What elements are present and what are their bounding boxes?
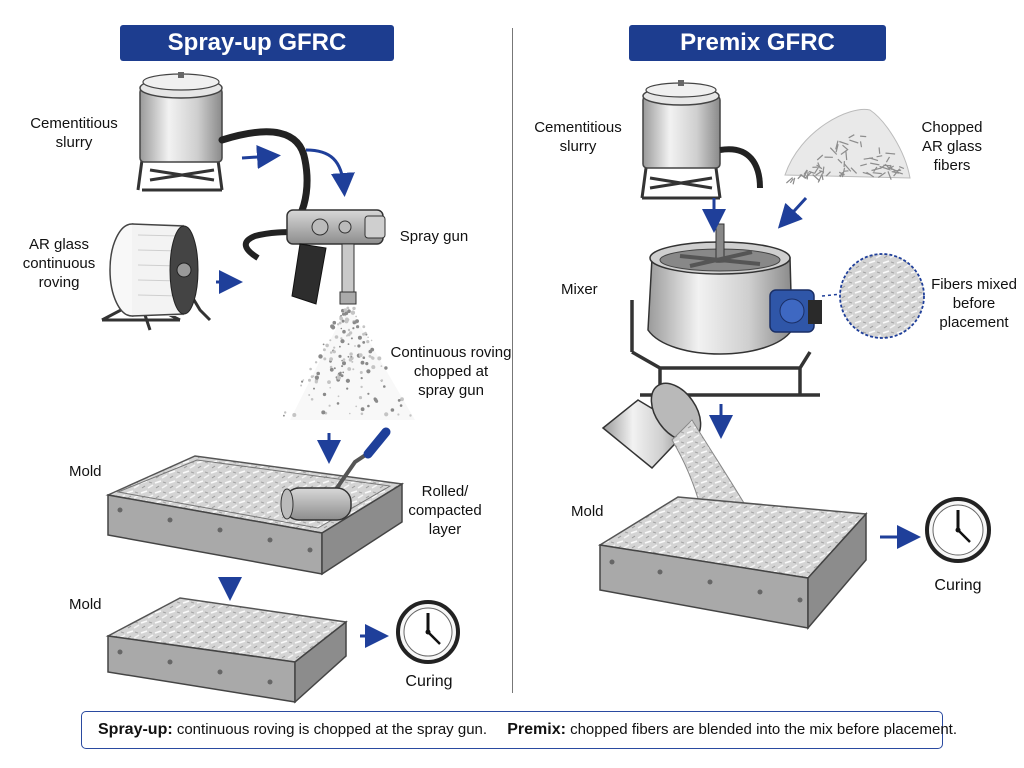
arrow-icon bbox=[216, 145, 921, 648]
slurry-tank-icon bbox=[640, 80, 722, 200]
fibers-mixed-label: Fibers mixed before placement bbox=[931, 276, 1017, 331]
mold-icon bbox=[105, 455, 405, 576]
section-divider bbox=[512, 28, 513, 693]
clock-icon bbox=[925, 497, 991, 563]
right-slurry-label: Cementitious slurry bbox=[534, 119, 622, 155]
chopped-fibers-label: Chopped AR glass fibers bbox=[921, 119, 983, 174]
caption-spray-label: Spray-up: bbox=[98, 721, 173, 738]
left-mold-label-2: Mold bbox=[69, 596, 102, 613]
spray-gun-icon bbox=[286, 209, 386, 305]
mixer-label: Mixer bbox=[561, 281, 598, 298]
roller-icon bbox=[280, 427, 391, 521]
roving-spool-icon bbox=[101, 223, 212, 331]
caption-premix-label: Premix: bbox=[507, 721, 566, 738]
fibers-zoom-icon bbox=[839, 253, 925, 339]
left-mold-label-1: Mold bbox=[69, 463, 102, 480]
fiber-pile-icon bbox=[784, 108, 911, 185]
caption-box: Spray-up: continuous roving is chopped a… bbox=[81, 711, 957, 749]
spray-up-title: Spray-up GFRC bbox=[120, 25, 394, 61]
mixer-icon bbox=[630, 223, 822, 397]
caption-premix-text: chopped fibers are blended into the mix … bbox=[570, 721, 958, 738]
rolled-layer-label: Rolled/ compacted layer bbox=[408, 483, 482, 538]
spray-gun-label: Spray gun bbox=[399, 228, 469, 245]
left-roving-label: AR glass continuous roving bbox=[22, 236, 96, 291]
right-curing-label: Curing bbox=[934, 577, 982, 594]
right-mold-label: Mold bbox=[571, 503, 604, 520]
caption-spray-text: continuous roving is chopped at the spra… bbox=[176, 721, 488, 738]
left-slurry-label: Cementitious slurry bbox=[30, 115, 118, 151]
mold-icon bbox=[597, 496, 868, 631]
slurry-tank-icon bbox=[136, 72, 224, 192]
bucket-icon bbox=[601, 382, 702, 470]
premix-title: Premix GFRC bbox=[629, 25, 886, 61]
spray-particles bbox=[283, 306, 412, 417]
left-curing-label: Curing bbox=[405, 673, 453, 690]
chopped-note-label: Continuous roving chopped at spray gun bbox=[390, 344, 512, 399]
mold-icon bbox=[105, 597, 348, 704]
clock-icon bbox=[396, 600, 460, 664]
